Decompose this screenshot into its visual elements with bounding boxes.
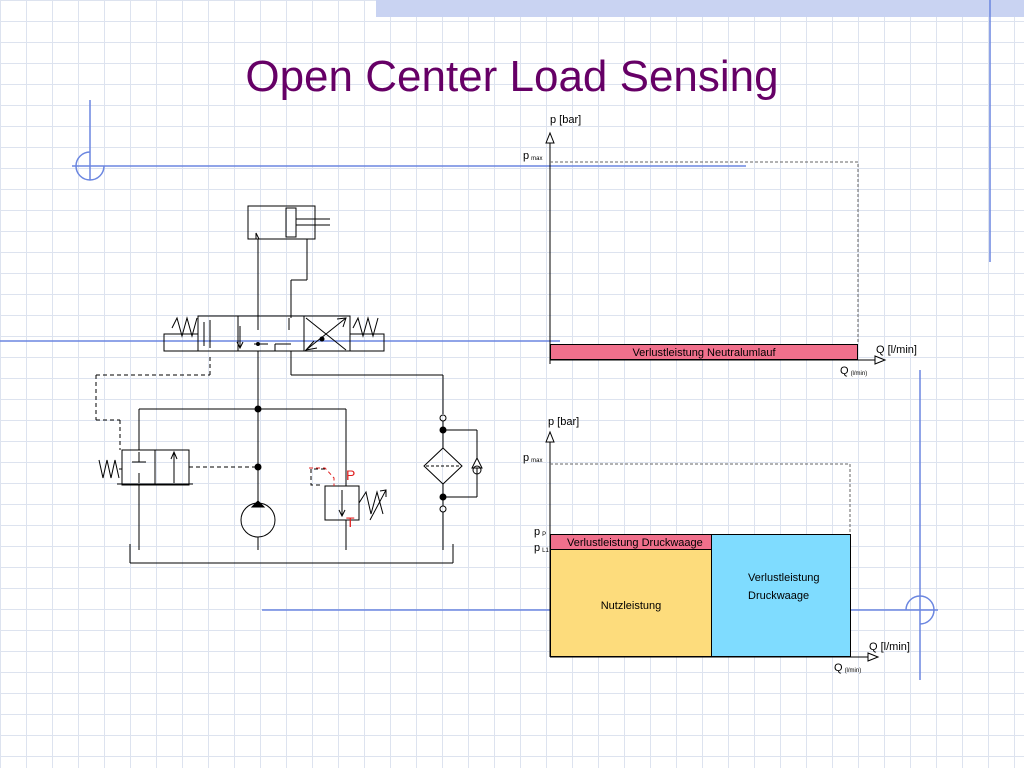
bottom-y-arrow (545, 430, 555, 443)
top-x-arrow (874, 355, 887, 365)
compensator-loss-bar-label: Verlustleistung Druckwaage (567, 537, 703, 549)
relief-valve-symbol (324, 485, 387, 521)
slide-title: Open Center Load Sensing (245, 52, 779, 101)
accent-arc-top (75, 151, 105, 181)
compensator-loss-area: Verlustleistung Druckwaage (711, 534, 851, 657)
accent-arc-bottom (905, 595, 935, 625)
filter-symbol (423, 414, 483, 513)
useful-power-label: Nutzleistung (600, 600, 662, 612)
bottom-x-axis-label: Q [l/min] (869, 641, 910, 653)
port-p-label: P (346, 467, 356, 483)
top-pmax-guide (550, 161, 859, 344)
top-y-axis-label: p [bar] (550, 114, 582, 126)
compensator-loss-bar: Verlustleistung Druckwaage (550, 534, 712, 550)
top-q-label: Q(l/min) (840, 365, 868, 377)
cylinder-symbol (247, 205, 330, 318)
bottom-q-label: Q(l/min) (834, 662, 862, 674)
compensator-loss-area-label: Verlustleistung Druckwaage (748, 572, 820, 602)
bottom-x-arrow (867, 652, 880, 662)
top-y-arrow (545, 131, 555, 144)
pressure-compensator-symbol (98, 449, 193, 486)
useful-power-area: Nutzleistung (550, 549, 712, 657)
port-t-label: T (346, 514, 355, 530)
pilot-lines (95, 354, 325, 486)
neutral-loss-label: Verlustleistung Neutralumlauf (632, 347, 776, 359)
bottom-pmax-guide (550, 463, 851, 534)
pump-symbol (240, 500, 276, 538)
relief-pilot-line (309, 467, 335, 486)
neutral-loss-bar: Verlustleistung Neutralumlauf (550, 344, 858, 360)
directional-valve-symbol (163, 315, 385, 352)
bottom-y-axis-label: p [bar] (548, 416, 580, 428)
top-x-axis-label: Q [l/min] (876, 344, 917, 356)
header-band (376, 0, 1024, 17)
hydraulic-lines (129, 351, 454, 564)
junction-dots (254, 336, 447, 501)
